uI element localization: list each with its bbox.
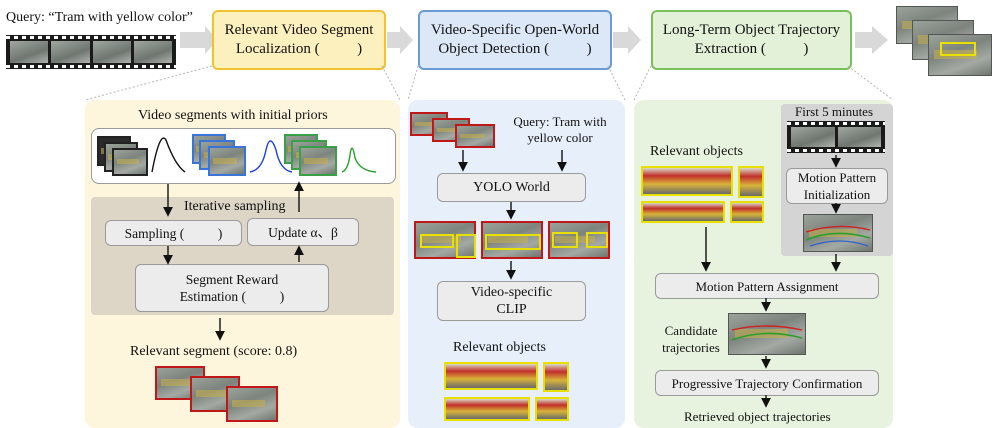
det-box-3b — [586, 232, 608, 248]
det-box-3a — [552, 232, 578, 248]
det-object-4 — [535, 397, 569, 421]
motion-init-curve-red — [805, 225, 871, 233]
first-minutes-label: First 5 minutes — [795, 104, 874, 119]
traj-object-2 — [738, 166, 764, 198]
iterative-sampling-label: Iterative sampling — [184, 199, 286, 214]
stage-localization-box: Relevant Video Segment Localization ( ) — [212, 10, 386, 70]
prior-curve-blue — [249, 140, 293, 173]
traj-relevant-objects-label: Relevant objects — [650, 144, 743, 159]
motion-init-curve-blue — [809, 240, 869, 247]
top-flow-arrows — [180, 26, 888, 54]
det-result-frame-2 — [481, 221, 543, 259]
stage-trajectory-label: Long-Term Object Trajectory Extraction (… — [662, 22, 844, 57]
det-box-1a — [420, 234, 454, 248]
prior-curves — [151, 137, 377, 173]
query-label: Query: “Tram with yellow color” — [6, 10, 193, 25]
det-box-1b — [456, 234, 476, 258]
det-object-1 — [444, 362, 538, 390]
motion-init-box: Motion Pattern Initialization — [786, 168, 888, 204]
det-result-frame-1 — [414, 221, 476, 259]
det-query-text: Query: Tram with yellow color — [513, 114, 607, 145]
segment-reward-box: Segment Reward Estimation ( ) — [135, 264, 329, 312]
det-input-frame-3 — [455, 124, 495, 148]
det-result-frame-3 — [548, 221, 610, 259]
prior-curve-green — [341, 147, 377, 173]
stage-detection-box: Video-Specific Open-World Object Detecti… — [418, 10, 612, 70]
prior-curve-black — [151, 137, 186, 173]
candidate-curve-red — [731, 325, 803, 331]
candidate-trajectories-label: Candidate trajectories — [662, 323, 720, 355]
stage-panel-connectors — [84, 65, 894, 101]
video-clip-box: Video-specific CLIP — [437, 281, 586, 321]
sampling-box: Sampling ( ) — [105, 220, 242, 246]
progressive-confirm-box: Progressive Trajectory Confirmation — [655, 370, 879, 396]
motion-assign-box: Motion Pattern Assignment — [655, 273, 879, 299]
det-object-2 — [543, 362, 569, 392]
traj-object-3 — [641, 201, 725, 223]
motion-init-frame — [803, 214, 873, 252]
det-box-2a — [485, 234, 541, 250]
first-minutes-filmstrip — [787, 121, 885, 153]
stage-detection-label: Video-Specific Open-World Object Detecti… — [430, 22, 603, 57]
candidate-frame — [728, 313, 806, 355]
segment-stack-2c — [208, 146, 246, 176]
segment-stack-3c — [299, 146, 337, 176]
traj-object-1 — [641, 166, 733, 196]
relevant-segment-frame-3 — [226, 386, 278, 422]
det-object-3 — [444, 397, 530, 421]
segment-stack-1c — [112, 148, 148, 176]
video-segments-title: Video segments with initial priors — [138, 108, 328, 123]
relevant-segment-label: Relevant segment (score: 0.8) — [130, 344, 298, 359]
stage-trajectory-box: Long-Term Object Trajectory Extraction (… — [651, 10, 852, 70]
candidate-curve-green — [731, 332, 803, 341]
stage-localization-label: Relevant Video Segment Localization ( ) — [224, 22, 378, 57]
retrieved-trajectories-label: Retrieved object trajectories — [684, 409, 831, 424]
input-video-filmstrip — [6, 35, 176, 69]
output-highlight-box — [940, 42, 976, 56]
motion-init-curve-green — [805, 232, 871, 241]
traj-object-4 — [730, 201, 764, 223]
update-box: Update α、β — [247, 218, 359, 246]
yolo-world-box: YOLO World — [437, 173, 586, 202]
det-relevant-objects-label: Relevant objects — [453, 340, 546, 355]
